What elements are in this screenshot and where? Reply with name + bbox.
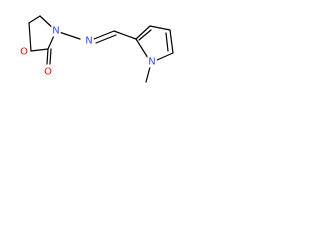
oxazolidinone-nitrogen-label: N bbox=[52, 26, 59, 37]
imine-nitrogen-label: N bbox=[85, 36, 92, 47]
molecule-diagram: O O N N N bbox=[0, 0, 194, 103]
label-background bbox=[19, 46, 30, 58]
bond-pyr-c4-c5-inner bbox=[165, 32, 169, 52]
ring-oxygen-label: O bbox=[20, 47, 28, 58]
bond-c2-carbonyl-o-1 bbox=[46, 48, 49, 65]
structure-svg: O O N N N bbox=[19, 15, 174, 83]
bond-pyr-c3-c4 bbox=[149, 25, 171, 31]
bond-o1-c5 bbox=[28, 22, 32, 52]
bond-c5-c4 bbox=[28, 15, 41, 24]
bond-n-imine-ch-1 bbox=[93, 30, 115, 40]
bond-ch-c2pyrrole bbox=[113, 30, 137, 40]
bond-pyr-c2-c3-inner bbox=[138, 29, 152, 41]
carbonyl-oxygen-label: O bbox=[44, 67, 52, 78]
label-background bbox=[84, 35, 94, 47]
bond-pyr-c5-n1 bbox=[156, 52, 174, 61]
bond-pyr-n1-c2 bbox=[135, 38, 149, 59]
label-background bbox=[51, 25, 61, 37]
bond-c2-carbonyl-o-2 bbox=[49, 48, 52, 65]
bond-n-methyl bbox=[145, 66, 151, 83]
label-background bbox=[147, 56, 157, 68]
bond-n-imine-ch-2 bbox=[95, 34, 117, 44]
label-background bbox=[43, 66, 54, 78]
bond-c2-o1 bbox=[30, 48, 49, 52]
bond-pyr-c4-c5 bbox=[169, 29, 174, 54]
bond-pyr-c2-c3 bbox=[135, 25, 151, 40]
pyrrole-nitrogen-label: N bbox=[148, 57, 155, 68]
